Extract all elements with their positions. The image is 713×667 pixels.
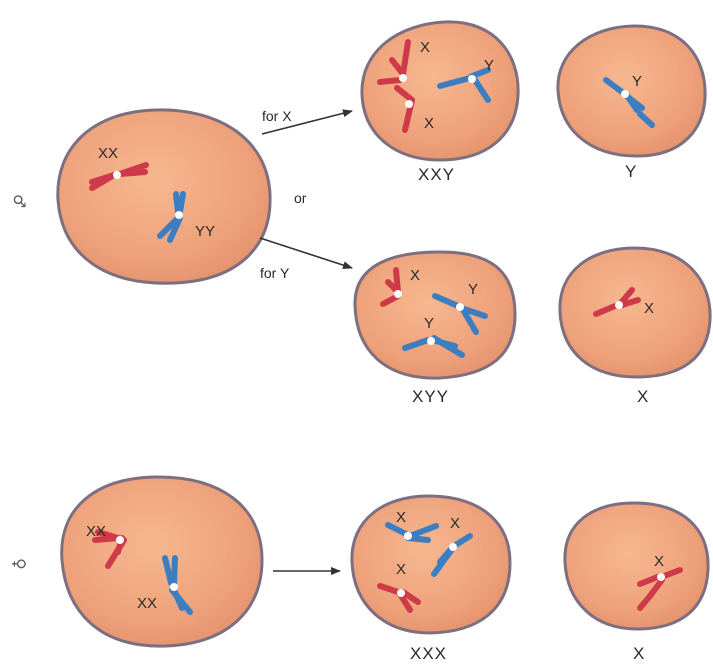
chromosome-label: X [396, 561, 406, 578]
chromosome-label: X [424, 115, 434, 132]
female-symbol: ♀ [10, 558, 29, 570]
parent-x-label: XX [98, 145, 118, 162]
chromosome-label: Y [468, 281, 478, 298]
daughter-cell-xyy: X Y Y [355, 252, 515, 378]
parent-x-label: XX [137, 595, 157, 612]
chromosome-label: X [396, 509, 406, 526]
cell-caption-x-female: X [633, 644, 645, 663]
cell-membrane [58, 110, 270, 283]
male-symbol: ♂ [10, 194, 29, 208]
daughter-cell-xxx: X X X [352, 496, 510, 633]
chromosome-label: X [410, 267, 420, 284]
daughter-cell-x-female: X [565, 503, 708, 629]
daughter-cell-xxy: X Y X [362, 22, 518, 160]
chromosome-label: Y [424, 315, 434, 332]
cell-caption-xxy: XXY [418, 165, 455, 184]
daughter-cell-x: X [560, 248, 710, 377]
chromosome-label: X [654, 553, 664, 570]
female-parent-cell: XX XX [62, 477, 262, 646]
cell-caption-y: Y [625, 162, 637, 181]
daughter-cell-y: Y [558, 26, 705, 156]
parent-y-label: YY [195, 223, 215, 240]
arrow-for-y [260, 238, 352, 268]
male-parent-cell: XX YY [58, 110, 270, 283]
chromosome-label: Y [632, 73, 642, 90]
parent-x-label: XX [86, 523, 106, 540]
or-label: or [294, 190, 307, 206]
cell-caption-x: X [637, 387, 649, 406]
cell-caption-xyy: XYY [412, 387, 449, 406]
chromosome-label: X [644, 300, 654, 317]
chromosome-label: Y [484, 57, 494, 74]
chromosome-label: X [420, 39, 430, 56]
cell-caption-xxx: XXX [410, 644, 447, 663]
chromosome-label: X [450, 515, 460, 532]
arrow-label-for-x: for X [262, 108, 292, 124]
arrow-label-for-y: for Y [260, 265, 290, 281]
